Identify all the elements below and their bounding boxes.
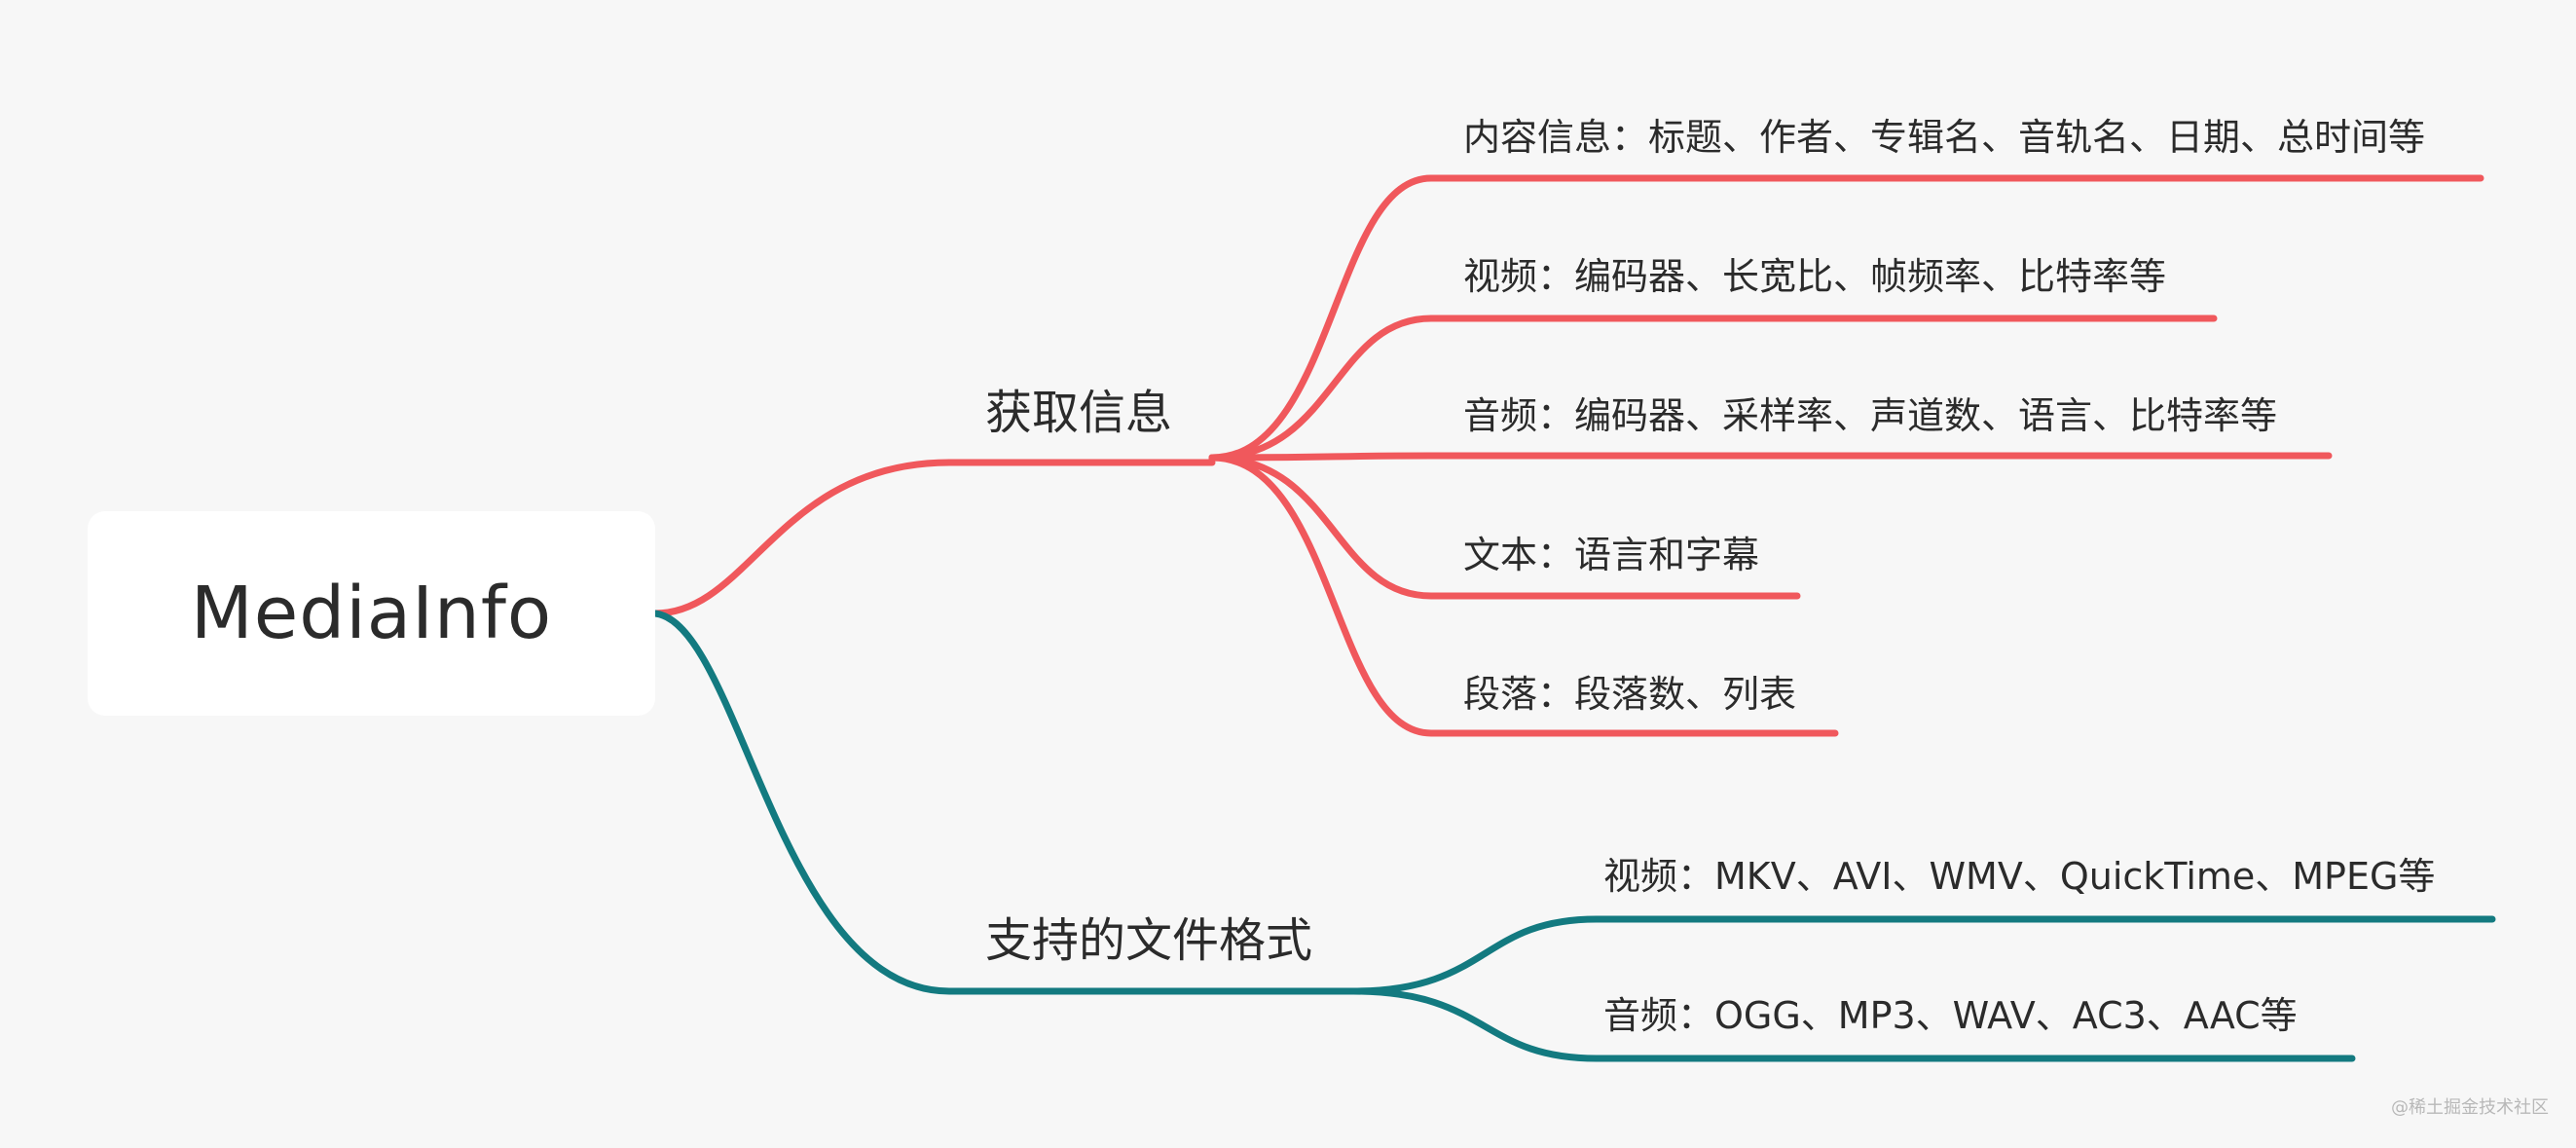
leaf-video-info[interactable]: 视频：编码器、长宽比、帧频率、比特率等 <box>1463 255 2167 298</box>
link-info-leaf-5 <box>1208 454 1839 737</box>
leaf-audio-formats[interactable]: 音频：OGG、MP3、WAV、AC3、AAC等 <box>1603 994 2298 1037</box>
leaf-chapter-info[interactable]: 段落：段落数、列表 <box>1463 673 1797 716</box>
root-node-label: MediaInfo <box>190 572 553 655</box>
link-root-to-branch-formats <box>651 610 1357 995</box>
link-info-leaf-2 <box>1208 315 2218 462</box>
branch-supported-formats-label[interactable]: 支持的文件格式 <box>985 913 1313 968</box>
link-info-leaf-3 <box>1208 452 2333 462</box>
leaf-audio-info[interactable]: 音频：编码器、采样率、声道数、语言、比特率等 <box>1463 394 2278 437</box>
branch-get-info-label[interactable]: 获取信息 <box>985 386 1173 440</box>
watermark: @稀土掘金技术社区 <box>2391 1097 2549 1118</box>
link-formats-leaf-1 <box>1349 915 2496 995</box>
link-root-to-branch-info <box>651 459 1216 617</box>
link-info-leaf-1 <box>1208 174 2484 462</box>
leaf-text-info[interactable]: 文本：语言和字幕 <box>1463 534 1760 576</box>
leaf-video-formats[interactable]: 视频：MKV、AVI、WMV、QuickTime、MPEG等 <box>1603 855 2436 898</box>
link-formats-leaf-2 <box>1349 987 2356 1062</box>
root-node[interactable]: MediaInfo <box>88 511 655 716</box>
leaf-content-info[interactable]: 内容信息：标题、作者、专辑名、音轨名、日期、总时间等 <box>1463 116 2426 159</box>
link-info-leaf-4 <box>1208 454 1801 600</box>
